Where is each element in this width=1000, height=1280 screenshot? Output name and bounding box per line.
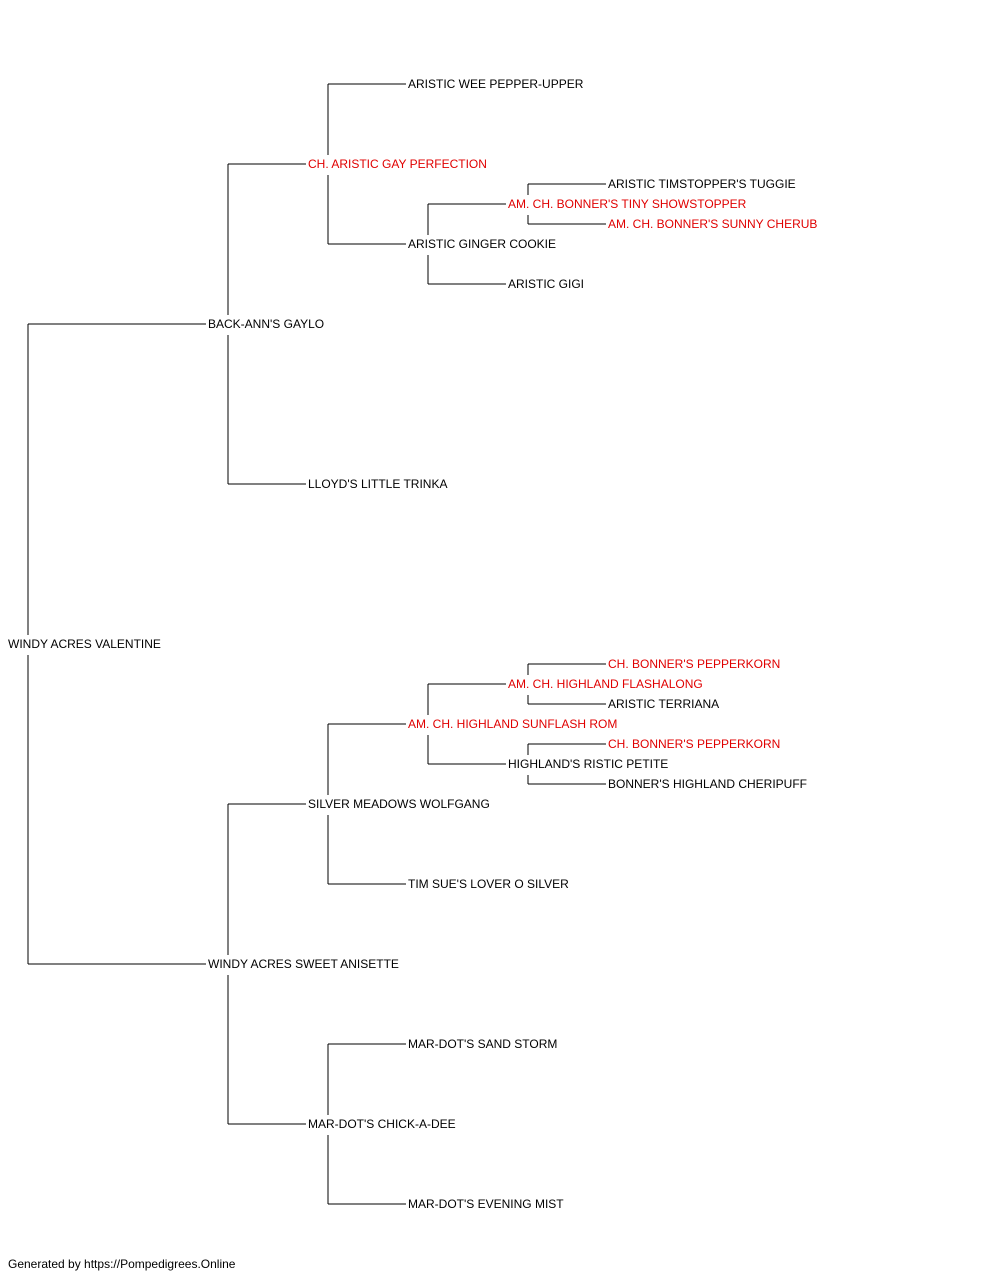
dog-name-dam-sire: SILVER MEADOWS WOLFGANG	[308, 797, 490, 811]
dog-name-dam-sire-dam: TIM SUE'S LOVER O SILVER	[408, 877, 569, 891]
dog-name-sire-sire-dam-sire-dam: AM. CH. BONNER'S SUNNY CHERUB	[608, 217, 818, 231]
dog-name-dam-sire-sire-sire-sire: CH. BONNER'S PEPPERKORN	[608, 657, 781, 671]
dog-name-dam: WINDY ACRES SWEET ANISETTE	[208, 957, 399, 971]
dog-name-dam-sire-sire-dam-dam: BONNER'S HIGHLAND CHERIPUFF	[608, 777, 807, 791]
dog-name-sire-sire-dam-sire: AM. CH. BONNER'S TINY SHOWSTOPPER	[508, 197, 747, 211]
generated-by-footer: Generated by https://Pompedigrees.Online	[8, 1257, 236, 1271]
dog-name-sire-sire: CH. ARISTIC GAY PERFECTION	[308, 157, 487, 171]
dog-name-dam-sire-sire-sire-dam: ARISTIC TERRIANA	[608, 697, 720, 711]
dog-name-dam-sire-sire-dam-sire: CH. BONNER'S PEPPERKORN	[608, 737, 781, 751]
dog-name-subject: WINDY ACRES VALENTINE	[8, 637, 161, 651]
dog-name-dam-dam: MAR-DOT'S CHICK-A-DEE	[308, 1117, 456, 1131]
dog-name-sire-sire-dam-sire-sire: ARISTIC TIMSTOPPER'S TUGGIE	[608, 177, 796, 191]
dog-name-sire-dam: LLOYD'S LITTLE TRINKA	[308, 477, 448, 491]
dog-name-sire-sire-dam: ARISTIC GINGER COOKIE	[408, 237, 557, 251]
dog-name-dam-dam-sire: MAR-DOT'S SAND STORM	[408, 1037, 558, 1051]
dog-name-dam-sire-sire-dam: HIGHLAND'S RISTIC PETITE	[508, 757, 669, 771]
dog-name-dam-dam-dam: MAR-DOT'S EVENING MIST	[408, 1197, 564, 1211]
dog-name-sire-sire-sire: ARISTIC WEE PEPPER-UPPER	[408, 77, 584, 91]
dog-name-dam-sire-sire: AM. CH. HIGHLAND SUNFLASH ROM	[408, 717, 618, 731]
dog-name-dam-sire-sire-sire: AM. CH. HIGHLAND FLASHALONG	[508, 677, 703, 691]
dog-name-sire: BACK-ANN'S GAYLO	[208, 317, 325, 331]
dog-name-sire-sire-dam-dam: ARISTIC GIGI	[508, 277, 585, 291]
